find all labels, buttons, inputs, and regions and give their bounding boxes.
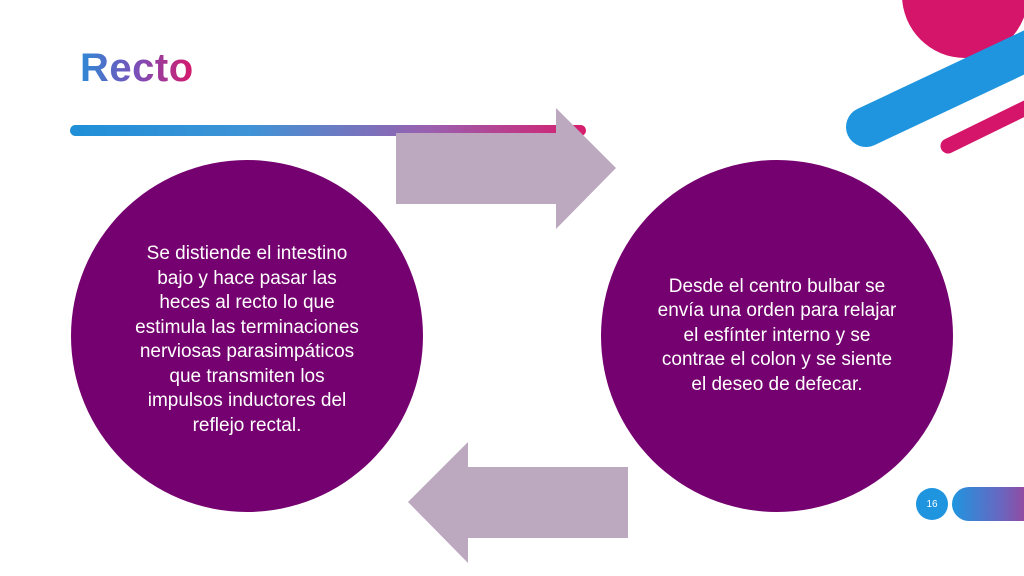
pink-circle-shape	[902, 0, 1024, 58]
arrow-right-shape	[396, 108, 616, 229]
arrow-right-icon	[396, 108, 616, 229]
page-number-bar	[952, 487, 1024, 521]
pink-diagonal-bar	[940, 100, 1024, 154]
title-underline-bar	[70, 125, 586, 136]
arrow-left-shape	[408, 442, 628, 563]
right-circle: Desde el centro bulbar se envía una orde…	[601, 160, 953, 512]
slide-title: Recto	[80, 46, 194, 90]
blue-diagonal-bar	[846, 30, 1024, 147]
left-circle: Se distiende el intestino bajo y hace pa…	[71, 160, 423, 512]
right-circle-text: Desde el centro bulbar se envía una orde…	[657, 275, 897, 395]
arrow-left-icon	[408, 442, 628, 563]
left-circle-text: Se distiende el intestino bajo y hace pa…	[135, 243, 359, 436]
page-number: 16	[916, 488, 948, 520]
